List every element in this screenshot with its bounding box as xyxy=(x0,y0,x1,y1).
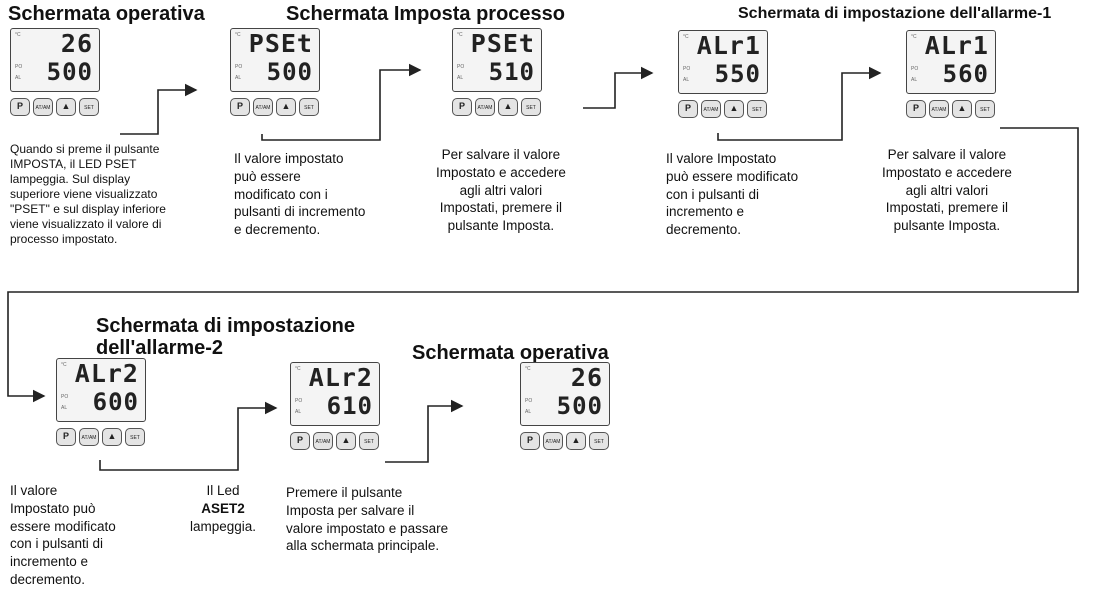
display-bottom: 560 xyxy=(942,60,989,88)
lcd-display: °C PO AL ALr2 600 xyxy=(56,358,146,422)
display-bottom: 500 xyxy=(46,58,93,86)
display-top: PSEt xyxy=(248,29,313,58)
display-bottom: 600 xyxy=(92,388,139,416)
arrow-6-to-7 xyxy=(99,401,278,471)
down-button[interactable]: AT/AM xyxy=(701,100,721,118)
display-top: 26 xyxy=(570,363,603,392)
arrow-3-to-4 xyxy=(583,66,654,109)
title-process-set: Schermata Imposta processo xyxy=(286,3,565,25)
p-button[interactable]: P xyxy=(452,98,472,116)
display-top: ALr1 xyxy=(924,31,989,60)
set-button[interactable]: SET xyxy=(521,98,541,116)
arrow-2-to-3 xyxy=(261,63,422,141)
set-button[interactable]: SET xyxy=(79,98,99,116)
set-button[interactable]: SET xyxy=(975,100,995,118)
title-alarm-2-line1: Schermata di impostazione xyxy=(96,315,355,337)
arrow-7-to-8 xyxy=(385,399,464,463)
lcd-display: °C PO AL PSEt 500 xyxy=(230,28,320,92)
lcd-display: °C PO AL 26 500 xyxy=(520,362,610,426)
up-button[interactable]: ▲ xyxy=(56,98,76,116)
set-button[interactable]: SET xyxy=(359,432,379,450)
set-button[interactable]: SET xyxy=(125,428,145,446)
display-bottom: 500 xyxy=(266,58,313,86)
display-bottom: 510 xyxy=(488,58,535,86)
p-button[interactable]: P xyxy=(520,432,540,450)
p-button[interactable]: P xyxy=(230,98,250,116)
down-button[interactable]: AT/AM xyxy=(33,98,53,116)
p-button[interactable]: P xyxy=(56,428,76,446)
display-top: 26 xyxy=(60,29,93,58)
up-button[interactable]: ▲ xyxy=(566,432,586,450)
p-button[interactable]: P xyxy=(906,100,926,118)
set-button[interactable]: SET xyxy=(589,432,609,450)
arrow-1-to-2 xyxy=(120,83,198,135)
up-button[interactable]: ▲ xyxy=(102,428,122,446)
display-top: ALr1 xyxy=(696,31,761,60)
up-button[interactable]: ▲ xyxy=(724,100,744,118)
up-button[interactable]: ▲ xyxy=(336,432,356,450)
display-bottom: 550 xyxy=(714,60,761,88)
down-button[interactable]: AT/AM xyxy=(929,100,949,118)
down-button[interactable]: AT/AM xyxy=(543,432,563,450)
p-button[interactable]: P xyxy=(10,98,30,116)
p-button[interactable]: P xyxy=(678,100,698,118)
down-button[interactable]: AT/AM xyxy=(253,98,273,116)
arrow-5-to-6 xyxy=(7,127,1079,403)
arrow-4-to-5 xyxy=(717,66,882,141)
up-button[interactable]: ▲ xyxy=(276,98,296,116)
title-alarm-1: Schermata di impostazione dell'allarme-1 xyxy=(738,5,1052,22)
up-button[interactable]: ▲ xyxy=(952,100,972,118)
display-top: PSEt xyxy=(470,29,535,58)
down-button[interactable]: AT/AM xyxy=(475,98,495,116)
lcd-display: °C PO AL ALr2 610 xyxy=(290,362,380,426)
set-button[interactable]: SET xyxy=(299,98,319,116)
lcd-display: °C PO AL 26 500 xyxy=(10,28,100,92)
title-alarm-2-line2: dell'allarme-2 xyxy=(96,337,224,359)
title-operative-1: Schermata operativa xyxy=(8,3,205,25)
display-bottom: 610 xyxy=(326,392,373,420)
down-button[interactable]: AT/AM xyxy=(79,428,99,446)
p-button[interactable]: P xyxy=(290,432,310,450)
lcd-display: °C PO AL ALr1 550 xyxy=(678,30,768,94)
title-operative-2: Schermata operativa xyxy=(412,342,609,364)
set-button[interactable]: SET xyxy=(747,100,767,118)
up-button[interactable]: ▲ xyxy=(498,98,518,116)
down-button[interactable]: AT/AM xyxy=(313,432,333,450)
display-bottom: 500 xyxy=(556,392,603,420)
lcd-display: °C PO AL ALr1 560 xyxy=(906,30,996,94)
display-top: ALr2 xyxy=(308,363,373,392)
display-top: ALr2 xyxy=(74,359,139,388)
lcd-display: °C PO AL PSEt 510 xyxy=(452,28,542,92)
